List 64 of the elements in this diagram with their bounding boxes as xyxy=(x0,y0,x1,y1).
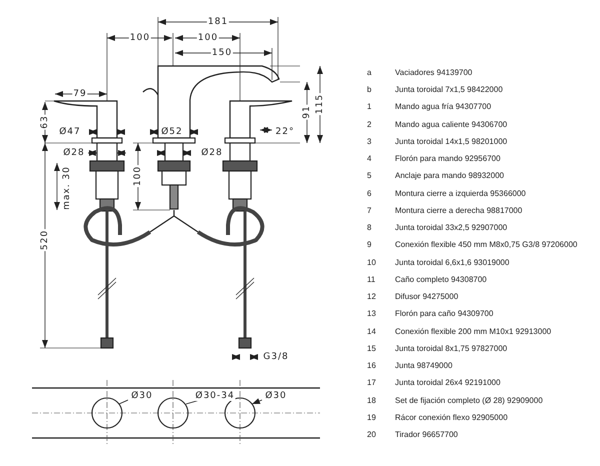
part-description: Conexión flexible 200 mm M10x1 92913000 xyxy=(395,326,552,337)
dimension-label: 63 xyxy=(40,114,50,130)
part-description: Junta toroidal 33x2,5 92907000 xyxy=(395,223,508,234)
part-number: 2 xyxy=(367,120,372,130)
dimension-label: 91 xyxy=(302,104,312,120)
part-description: Montura cierre a izquierda 95366000 xyxy=(395,188,526,199)
part-number: 13 xyxy=(367,309,376,320)
part-number: 14 xyxy=(367,326,376,337)
part-number: 3 xyxy=(367,136,372,147)
part-number: 11 xyxy=(367,274,376,285)
part-description: Difusor 94275000 xyxy=(395,292,458,302)
part-number: 4 xyxy=(367,154,372,164)
part-description: Rácor conexión flexo 92905000 xyxy=(395,412,508,423)
part-description: Set de fijación completo (Ø 28) 92909000 xyxy=(395,396,543,406)
dimension-label: 520 xyxy=(40,228,50,252)
part-description: Tirador 96657700 xyxy=(395,430,458,440)
part-description: Mando agua caliente 94306700 xyxy=(395,120,508,130)
dimension-label: Ø28 xyxy=(200,148,224,158)
part-number: b xyxy=(367,85,372,96)
dimension-label: Ø30 xyxy=(130,391,154,401)
part-number: 12 xyxy=(367,292,376,302)
part-number: 8 xyxy=(367,223,372,234)
part-number: 15 xyxy=(367,344,376,354)
part-description: Mando agua fría 94307700 xyxy=(395,102,492,112)
part-number: 10 xyxy=(367,258,376,268)
dimension-label: 181 xyxy=(206,17,230,27)
part-number: 20 xyxy=(367,430,376,440)
part-number: 6 xyxy=(367,188,372,199)
part-description: Junta toroidal 26x4 92191000 xyxy=(395,378,500,388)
part-description: Junta toroidal 14x1,5 98201000 xyxy=(395,136,508,147)
part-description: Florón para mando 92956700 xyxy=(395,154,500,164)
part-number: 9 xyxy=(367,240,372,250)
dimension-label: Ø52 xyxy=(160,127,184,137)
part-description: Junta 98749000 xyxy=(395,361,452,372)
part-description: Vaciadores 94139700 xyxy=(395,68,472,78)
dimension-label: 150 xyxy=(210,48,234,58)
dimension-label: 22° xyxy=(274,127,296,137)
part-description: Caño completo 94308700 xyxy=(395,274,487,285)
part-description: Junta toroidal 8x1,75 97827000 xyxy=(395,344,508,354)
dimension-label: Ø28 xyxy=(62,148,86,158)
dimension-label: 100 xyxy=(128,33,152,43)
dimension-label: Ø30-34 xyxy=(194,391,236,401)
part-number: 1 xyxy=(367,102,372,112)
dimension-label: Ø47 xyxy=(58,127,82,137)
part-description: Anclaje para mando 98932000 xyxy=(395,171,504,182)
part-number: 5 xyxy=(367,171,372,182)
dimension-label: 115 xyxy=(315,92,325,116)
part-number: 18 xyxy=(367,396,376,406)
dimension-label: 100 xyxy=(196,33,220,43)
dimension-label: G3/8 xyxy=(262,352,290,362)
part-number: 16 xyxy=(367,361,376,372)
part-number: a xyxy=(367,68,372,78)
part-number: 19 xyxy=(367,412,376,423)
part-number: 7 xyxy=(367,206,372,216)
dimension-label: Ø30 xyxy=(264,391,288,401)
dimension-label: 79 xyxy=(72,89,88,99)
part-description: Conexión flexible 450 mm M8x0,75 G3/8 97206000 xyxy=(395,240,578,250)
part-description: Junta toroidal 7x1,5 98422000 xyxy=(395,85,503,96)
dimension-label: max. 30 xyxy=(62,165,72,211)
part-description: Montura cierre a derecha 98817000 xyxy=(395,206,522,216)
part-description: Junta toroidal 6,6x1,6 93019000 xyxy=(395,258,510,268)
part-number: 17 xyxy=(367,378,376,388)
part-description: Florón para caño 94309700 xyxy=(395,309,494,320)
dimension-label: 100 xyxy=(133,164,143,188)
